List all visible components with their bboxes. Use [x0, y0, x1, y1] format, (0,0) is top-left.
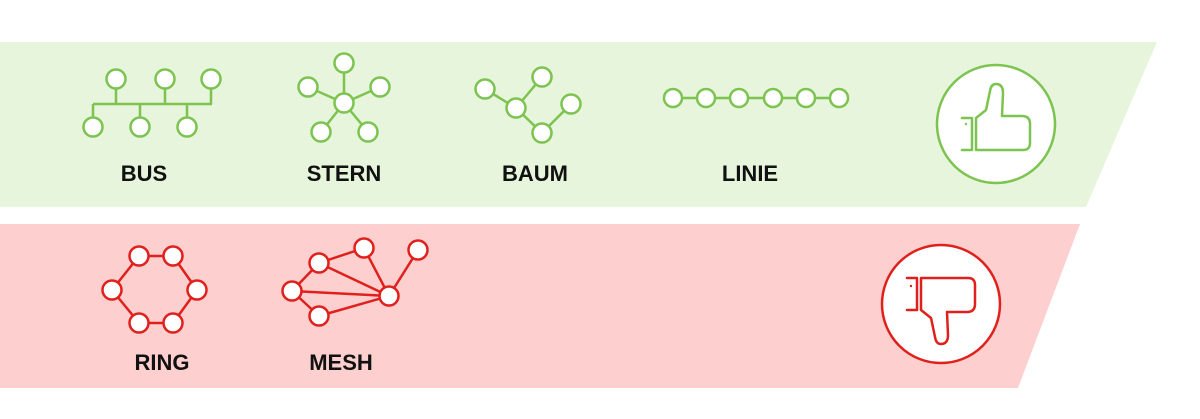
topology-label-ring: RING [135, 350, 190, 375]
bus-node [200, 68, 222, 90]
mesh-topology [281, 237, 429, 327]
baum-node [505, 97, 527, 119]
stern-node [310, 121, 332, 143]
topology-label-bus: BUS [121, 161, 167, 186]
topology-label-baum: BAUM [502, 161, 568, 186]
bus-node [105, 68, 127, 90]
mesh-node [353, 237, 375, 259]
mesh-node [407, 239, 429, 261]
mesh-node [308, 252, 330, 274]
ring-node [186, 279, 208, 301]
thumbs-down-icon [880, 243, 1002, 365]
bus-node [176, 116, 198, 138]
stern-topology [297, 52, 391, 143]
bus-node [154, 68, 176, 90]
stern-center-node [333, 92, 355, 114]
bus-topology [82, 68, 222, 138]
baum-topology [474, 66, 582, 144]
bus-node [129, 116, 151, 138]
linie-node [728, 87, 750, 109]
stern-node [333, 52, 355, 74]
mesh-node [308, 305, 330, 327]
topology-label-linie: LINIE [722, 161, 778, 186]
baum-node [531, 66, 553, 88]
linie-node [762, 87, 784, 109]
baum-node [474, 78, 496, 100]
recommended-band [0, 42, 1157, 207]
linie-topology [662, 87, 850, 109]
baum-node [531, 122, 553, 144]
ring-node [128, 245, 150, 267]
topology-label-stern: STERN [307, 161, 382, 186]
stern-node [357, 121, 379, 143]
ring-node [162, 245, 184, 267]
not-recommended-band [0, 224, 1080, 388]
linie-node [662, 87, 684, 109]
ring-topology [101, 245, 208, 334]
ring-node [128, 312, 150, 334]
ring-node [162, 312, 184, 334]
linie-node [695, 87, 717, 109]
bus-node [82, 116, 104, 138]
mesh-node [378, 285, 400, 307]
topology-label-mesh: MESH [309, 350, 373, 375]
linie-node [828, 87, 850, 109]
ring-node [101, 279, 123, 301]
thumbs-up-icon [935, 63, 1057, 185]
linie-node [795, 87, 817, 109]
baum-node [560, 93, 582, 115]
stern-node [297, 76, 319, 98]
mesh-node [281, 280, 303, 302]
stern-node [369, 76, 391, 98]
